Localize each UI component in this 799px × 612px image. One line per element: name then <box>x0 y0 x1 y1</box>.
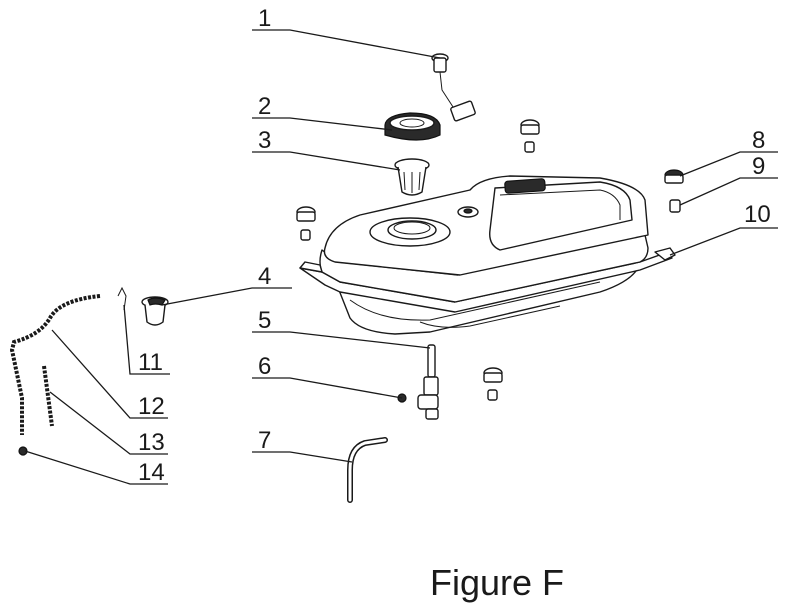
callout-labels: 1 2 3 4 5 6 7 8 9 10 11 12 13 14 <box>138 5 771 486</box>
breather-tube <box>9 294 101 435</box>
rubber-grommet <box>483 367 503 401</box>
figure-caption: Figure F <box>429 562 565 603</box>
callout-9: 9 <box>752 153 765 180</box>
rubber-grommet <box>520 119 540 153</box>
hose-clip <box>117 286 127 311</box>
callout-10: 10 <box>744 201 771 228</box>
callout-4: 4 <box>258 263 271 290</box>
fuel-tank <box>299 175 676 335</box>
callout-3: 3 <box>258 127 271 154</box>
callout-6: 6 <box>258 353 271 380</box>
fuel-gauge <box>431 53 476 122</box>
fuel-valve <box>417 344 439 420</box>
callout-1: 1 <box>258 5 271 32</box>
callout-12: 12 <box>138 393 165 420</box>
callout-2: 2 <box>258 93 271 120</box>
callout-13: 13 <box>138 429 165 456</box>
leader-lines <box>24 29 778 485</box>
collar-bushing <box>669 199 681 213</box>
callout-11: 11 <box>138 349 163 376</box>
drain-tube <box>42 365 54 427</box>
fuel-cap <box>384 112 441 141</box>
callout-5: 5 <box>258 307 271 334</box>
rubber-grommet <box>296 206 316 241</box>
callout-7: 7 <box>258 427 271 454</box>
fuel-strainer <box>394 158 430 196</box>
callout-8: 8 <box>752 127 765 154</box>
callout-14: 14 <box>138 459 165 486</box>
vent-cap <box>141 296 169 326</box>
fuel-hose <box>347 437 388 503</box>
